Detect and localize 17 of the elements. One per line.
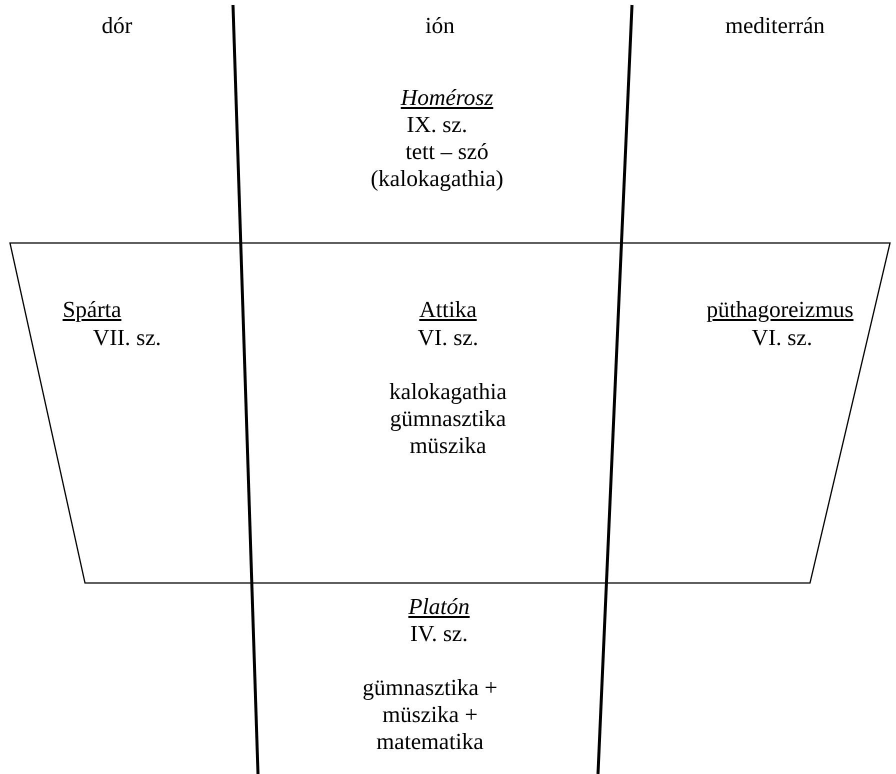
region-heading: Spárta xyxy=(62,296,122,323)
person-heading: Homérosz xyxy=(400,84,494,111)
century-text: IV. sz. xyxy=(409,620,469,647)
century-text: VI. sz. xyxy=(750,324,814,351)
person-heading: Platón xyxy=(407,593,471,620)
column-heading: dór xyxy=(100,12,134,39)
century-text: IX. sz. xyxy=(406,111,468,138)
century-text: VII. sz. xyxy=(92,324,162,351)
region-heading: Attika xyxy=(418,296,478,323)
concept-text: (kalokagathia) xyxy=(370,165,504,192)
century-text: VI. sz. xyxy=(416,324,480,351)
concept-text: tett – szó xyxy=(404,138,490,165)
column-heading: ión xyxy=(424,12,456,39)
column-heading: mediterrán xyxy=(724,12,826,39)
concept-list: kalokagathia gümnasztika müszika xyxy=(378,378,518,459)
concept-list: gümnasztika + müszika + matematika xyxy=(355,674,505,755)
school-heading: püthagoreizmus xyxy=(706,296,854,323)
